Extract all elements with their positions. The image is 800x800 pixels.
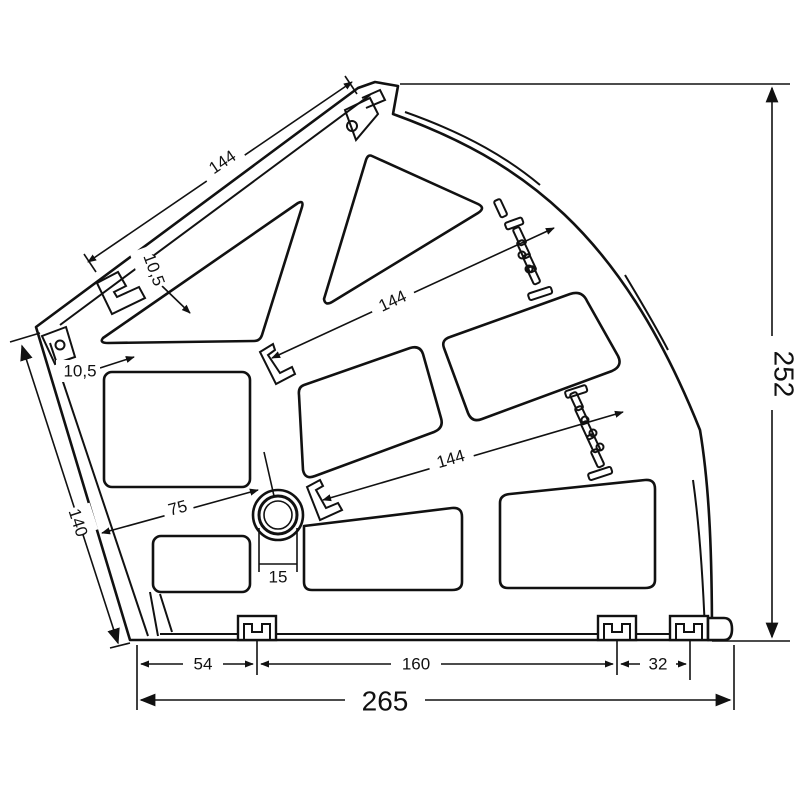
dim-left-edge: 140 xyxy=(9,332,131,649)
dim-wall-left-label: 10,5 xyxy=(63,361,96,380)
mount-clip-left xyxy=(236,614,278,642)
center-hole-mid xyxy=(257,494,299,536)
dim-hole-offset-label: 75 xyxy=(166,496,189,519)
dim-total-height: 252 xyxy=(400,83,800,642)
dim-wall-left: 10,5 xyxy=(56,356,135,382)
dim-offset-right-label: 32 xyxy=(649,654,668,673)
clip-inner-lower xyxy=(305,478,344,522)
dim-total-height-label: 252 xyxy=(769,351,800,398)
right-end-nub xyxy=(706,616,734,642)
center-hole-inner xyxy=(263,500,293,530)
dim-diagonal-lower: 144 xyxy=(322,410,624,502)
cutout-center-lower xyxy=(302,506,464,592)
dim-span-middle-label: 160 xyxy=(402,654,430,673)
dim-total-width: 265 xyxy=(136,645,735,717)
dim-bottom-segments: 54 160 32 xyxy=(140,640,691,680)
dim-total-width-label: 265 xyxy=(362,685,409,716)
mount-clip-middle xyxy=(596,614,638,642)
plate-inner-arc-mid xyxy=(624,274,669,351)
cutout-right-lower xyxy=(498,478,657,590)
cutout-left-upper xyxy=(102,370,252,489)
dim-hole-offset: 75 xyxy=(101,451,275,535)
plate-inner-arc-upper xyxy=(404,111,541,186)
dim-hole-diameter: 15 xyxy=(258,528,298,586)
mount-clip-right xyxy=(668,614,734,642)
clip-top-edge xyxy=(95,270,147,316)
top-notch xyxy=(361,88,387,109)
bottom-left-slot xyxy=(149,591,173,637)
dim-offset-left-label: 54 xyxy=(194,654,213,673)
dim-hole-diameter-label: 15 xyxy=(269,567,288,586)
cutout-left-lower xyxy=(151,534,252,594)
plate-inner-arc-lower xyxy=(692,479,706,633)
